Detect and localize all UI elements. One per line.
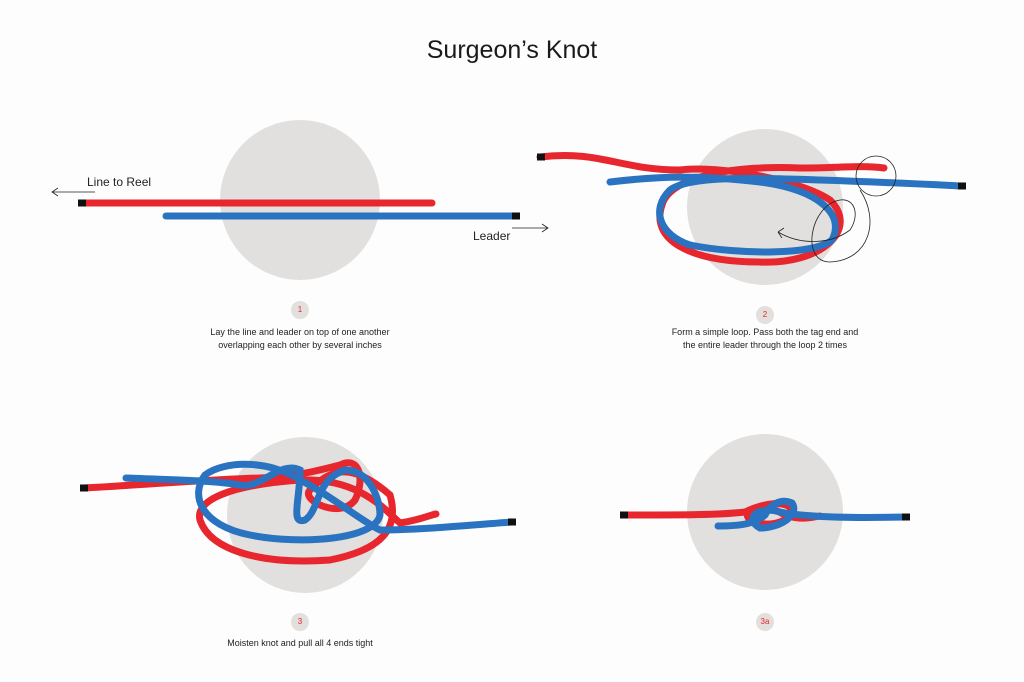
step-2-caption: Form a simple loop. Pass both the tag en…: [615, 326, 915, 352]
arrow-left-icon: [51, 187, 95, 197]
page-title: Surgeon’s Knot: [426, 36, 598, 64]
step-3-badge: 3: [291, 613, 309, 631]
label-leader: Leader: [473, 229, 511, 243]
step-3-line: [80, 459, 440, 565]
loop-guide-path: [777, 189, 871, 263]
step-3-caption: Moisten knot and pull all 4 ends tight: [150, 637, 450, 650]
step-2-line: [536, 152, 888, 266]
caption-line: overlapping each other by several inches: [218, 340, 382, 350]
step-1-caption: Lay the line and leader on top of one an…: [150, 326, 450, 352]
caption-line: Lay the line and leader on top of one an…: [210, 327, 390, 337]
step-3a-leader: [714, 497, 910, 532]
arrow-right-icon: [512, 223, 549, 233]
label-line-to-reel: Line to Reel: [87, 175, 152, 189]
caption-line: the entire leader through the loop 2 tim…: [682, 340, 848, 350]
step-2-badge: 2: [756, 306, 774, 324]
step-3-leader: [122, 460, 516, 544]
caption-line: Moisten knot and pull all 4 ends tight: [227, 638, 373, 648]
step-3a-badge: 3a: [756, 613, 774, 631]
loop-guide: [855, 155, 897, 197]
step-1-badge: 1: [291, 301, 309, 319]
caption-line: Form a simple loop. Pass both the tag en…: [671, 327, 859, 337]
step-2-leader: [606, 173, 966, 256]
